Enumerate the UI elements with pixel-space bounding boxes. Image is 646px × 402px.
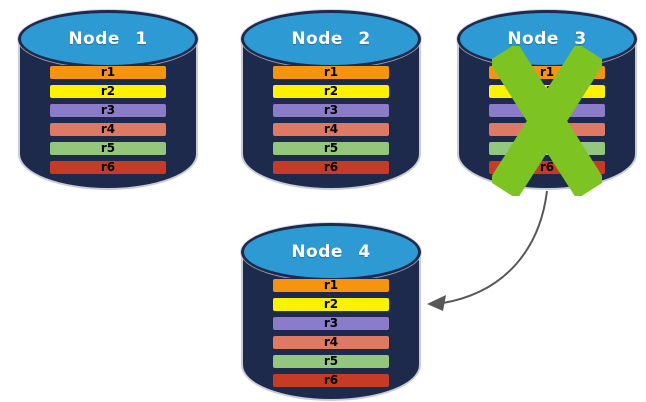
- node-label: Node 3: [507, 29, 587, 49]
- cylinder-top: Node 3: [457, 10, 637, 68]
- replica-bar-r1: r1: [272, 65, 390, 80]
- node-4-cylinder: Node 4 r1 r2 r3 r4 r5 r6: [241, 221, 421, 401]
- replica-bar-r1: r1: [49, 65, 167, 80]
- node-label: Node 2: [291, 29, 371, 49]
- node-label: Node 4: [291, 242, 371, 262]
- replica-bar-r6: r6: [272, 160, 390, 175]
- replica-bar-r1: r1: [272, 278, 390, 293]
- replica-bar-r4: r4: [272, 335, 390, 350]
- cylinder-top: Node 4: [241, 223, 421, 281]
- replica-bar-r6: r6: [49, 160, 167, 175]
- node-1-cylinder: Node 1 r1 r2 r3 r4 r5 r6: [18, 8, 198, 190]
- arrow-head-icon: [427, 295, 446, 311]
- replica-list: r1 r2 r3 r4 r5 r6: [272, 65, 390, 175]
- replica-bar-r2: r2: [272, 84, 390, 99]
- replica-list: r1 r2 r3 r4 r5 r6: [49, 65, 167, 175]
- replica-bar-r3: r3: [272, 316, 390, 331]
- replica-bar-r4: r4: [49, 122, 167, 137]
- replica-bar-r2: r2: [272, 297, 390, 312]
- replica-list: r1 r2 r3 r4 r5 r6: [272, 278, 390, 388]
- replica-bar-r4: r4: [272, 122, 390, 137]
- replica-bar-r3: r3: [272, 103, 390, 118]
- node-2-cylinder: Node 2 r1 r2 r3 r4 r5 r6: [241, 8, 421, 190]
- node-label: Node 1: [68, 29, 148, 49]
- cylinder-top: Node 2: [241, 10, 421, 68]
- replica-bar-r3: r3: [49, 103, 167, 118]
- failure-x-icon: [492, 46, 602, 196]
- replica-bar-r5: r5: [272, 354, 390, 369]
- cylinder-top: Node 1: [18, 10, 198, 68]
- replica-bar-r5: r5: [49, 141, 167, 156]
- arrow-curve: [442, 190, 548, 304]
- replica-bar-r6: r6: [272, 373, 390, 388]
- replica-bar-r5: r5: [272, 141, 390, 156]
- replica-bar-r2: r2: [49, 84, 167, 99]
